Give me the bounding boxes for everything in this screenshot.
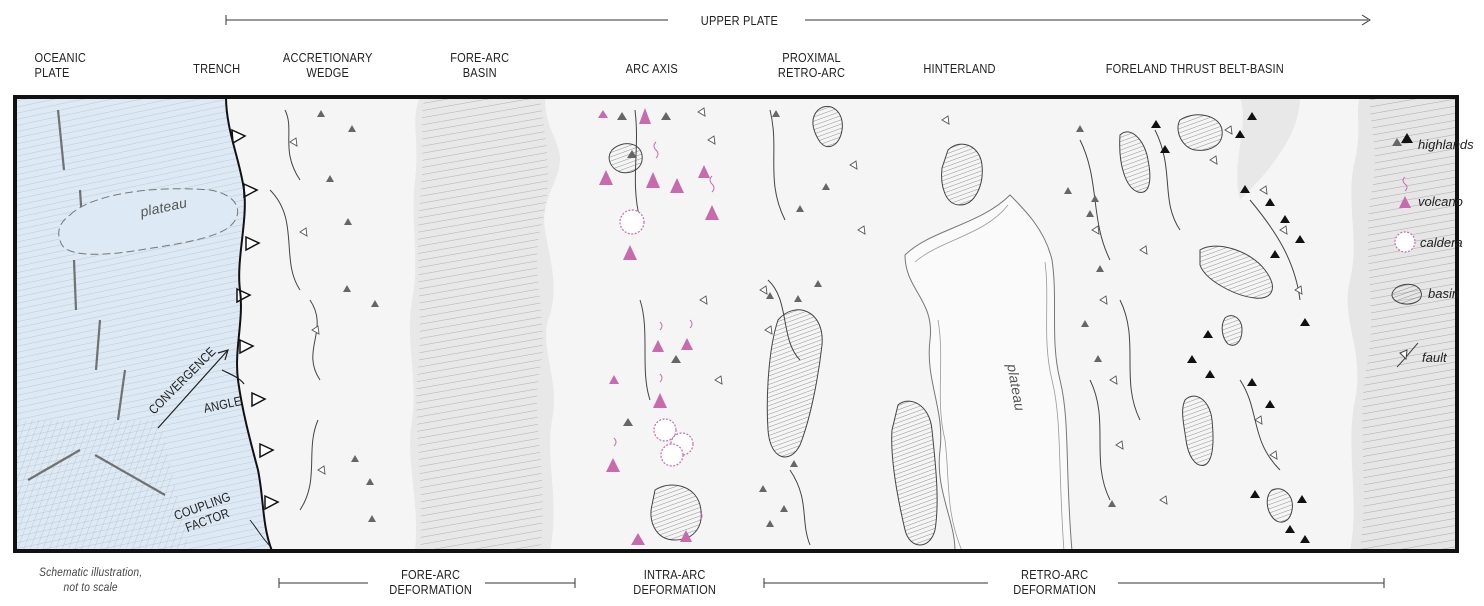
zone-hinterland-line1: HINTERLAND xyxy=(923,61,995,76)
upper-plate-label: UPPER PLATE xyxy=(701,13,778,28)
zone-label-trench: TRENCH xyxy=(193,61,240,76)
zone-label-accretionary-wedge: ACCRETIONARY WEDGE xyxy=(283,50,373,80)
zone-arc-line1: ARC AXIS xyxy=(626,61,678,76)
zone-proximal-line1: PROXIMAL xyxy=(778,50,845,65)
forearc-deformation-line1: FORE-ARC xyxy=(389,567,472,582)
forearc-deformation-label: FORE-ARC DEFORMATION xyxy=(389,567,472,597)
zone-label-forearc-basin: FORE-ARC BASIN xyxy=(450,50,509,80)
schematic-note-line1: Schematic illustration, xyxy=(39,565,142,580)
zone-oceanic-line1: OCEANIC xyxy=(35,50,87,65)
zone-label-foreland: FORELAND THRUST BELT-BASIN xyxy=(1106,61,1284,76)
caldera-icon xyxy=(1395,232,1415,252)
basin-icon xyxy=(1392,284,1421,304)
zone-label-hinterland: HINTERLAND xyxy=(923,61,995,76)
zone-forearc-line2: BASIN xyxy=(450,65,509,80)
zone-proximal-line2: RETRO-ARC xyxy=(778,65,845,80)
intraarc-deformation-line1: INTRA-ARC xyxy=(633,567,716,582)
legend-volcano-label: volcano xyxy=(1418,194,1463,209)
legend-highlands-label: highlands xyxy=(1418,137,1474,152)
zone-label-arc-axis: ARC AXIS xyxy=(626,61,678,76)
zone-label-proximal-retroarc: PROXIMAL RETRO-ARC xyxy=(778,50,845,80)
upper-plate-arrow xyxy=(226,15,1370,25)
zone-oceanic-line2: PLATE xyxy=(35,65,87,80)
intraarc-deformation-label: INTRA-ARC DEFORMATION xyxy=(633,567,716,597)
retroarc-deformation-line2: DEFORMATION xyxy=(1013,582,1096,597)
zone-trench-line1: TRENCH xyxy=(193,61,240,76)
retroarc-deformation-label: RETRO-ARC DEFORMATION xyxy=(1013,567,1096,597)
retroarc-deformation-line1: RETRO-ARC xyxy=(1013,567,1096,582)
legend-fault-label: fault xyxy=(1422,350,1447,365)
intraarc-deformation-line2: DEFORMATION xyxy=(633,582,716,597)
schematic-note-line2: not to scale xyxy=(39,580,142,595)
zone-foreland-line1: FORELAND THRUST BELT-BASIN xyxy=(1106,61,1284,76)
zone-wedge-line2: WEDGE xyxy=(283,65,373,80)
schematic-note: Schematic illustration, not to scale xyxy=(39,565,142,595)
legend-basin-label: basin xyxy=(1428,286,1459,301)
forearc-deformation-line2: DEFORMATION xyxy=(389,582,472,597)
zone-label-oceanic-plate: OCEANIC PLATE xyxy=(35,50,87,80)
zone-wedge-line1: ACCRETIONARY xyxy=(283,50,373,65)
legend-caldera-label: caldera xyxy=(1420,235,1463,250)
zone-forearc-line1: FORE-ARC xyxy=(450,50,509,65)
